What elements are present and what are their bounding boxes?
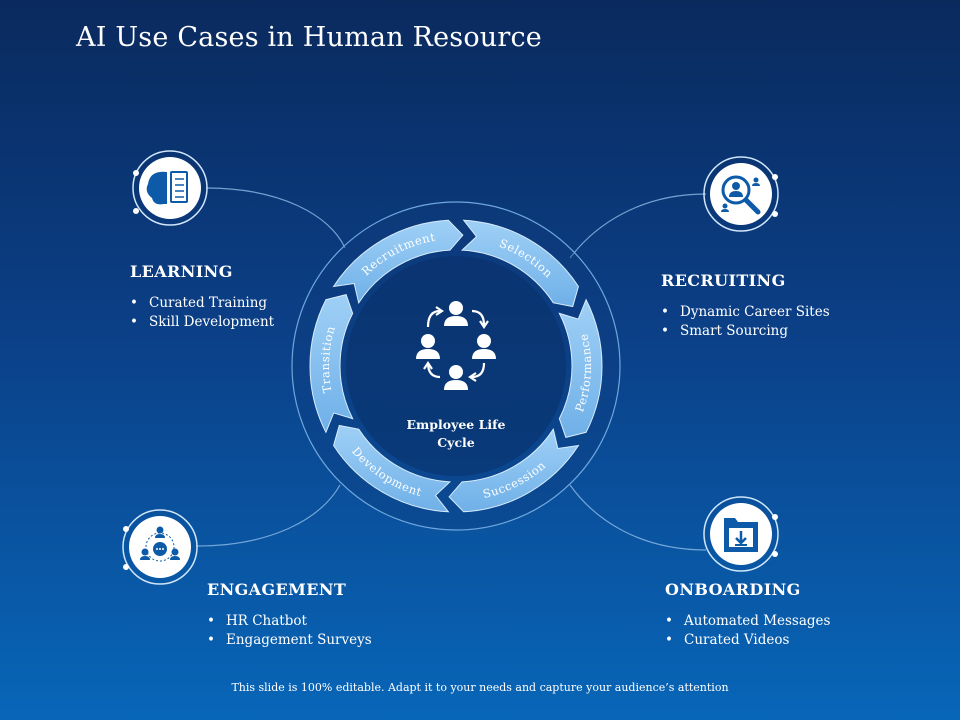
recruiting-item: Dynamic Career Sites: [661, 303, 830, 322]
cycle-segment-recruitment: [332, 219, 464, 305]
engagement-block: ENGAGEMENT HR Chatbot Engagement Surveys: [207, 580, 372, 650]
learning-heading: LEARNING: [130, 262, 233, 281]
recruiting-block: RECRUITING Dynamic Career Sites Smart So…: [661, 271, 830, 341]
engagement-heading: ENGAGEMENT: [207, 580, 347, 599]
recruiting-icon-circle: [703, 156, 779, 232]
engagement-icon-circle: [122, 509, 198, 585]
cycle-center-label: Employee Life Cycle: [406, 417, 506, 450]
footer-note: This slide is 100% editable. Adapt it to…: [231, 681, 729, 694]
onboarding-item: Curated Videos: [665, 631, 830, 650]
person-search-icon: [721, 175, 761, 215]
engagement-item: Engagement Surveys: [207, 631, 372, 650]
cycle-segment-selection: [460, 219, 579, 308]
slide-title: AI Use Cases in Human Resource: [76, 22, 542, 53]
brain-book-icon: [146, 171, 188, 205]
recruiting-item: Smart Sourcing: [661, 322, 830, 341]
cycle-segment-transition: [309, 294, 354, 434]
learning-item: Skill Development: [130, 313, 274, 332]
onboarding-block: ONBOARDING Automated Messages Curated Vi…: [665, 580, 830, 650]
onboarding-icon-circle: [703, 496, 779, 572]
learning-icon-circle: [132, 150, 208, 226]
team-chat-icon: [140, 526, 180, 562]
engagement-item: HR Chatbot: [207, 612, 372, 631]
folder-download-icon: [724, 518, 758, 552]
learning-block: LEARNING Curated Training Skill Developm…: [130, 262, 274, 332]
connector-engagement: [195, 484, 341, 547]
connector-recruiting: [569, 193, 707, 259]
learning-item: Curated Training: [130, 294, 274, 313]
onboarding-heading: ONBOARDING: [665, 580, 801, 599]
connector-learning: [205, 187, 346, 249]
cycle-segment-performance: [558, 298, 603, 438]
cycle-segment-succession: [448, 427, 580, 513]
connector-onboarding: [569, 484, 707, 551]
people-cycle-icon: [416, 301, 496, 390]
cycle-segment-development: [333, 424, 452, 513]
onboarding-item: Automated Messages: [665, 612, 830, 631]
recruiting-heading: RECRUITING: [661, 271, 786, 290]
